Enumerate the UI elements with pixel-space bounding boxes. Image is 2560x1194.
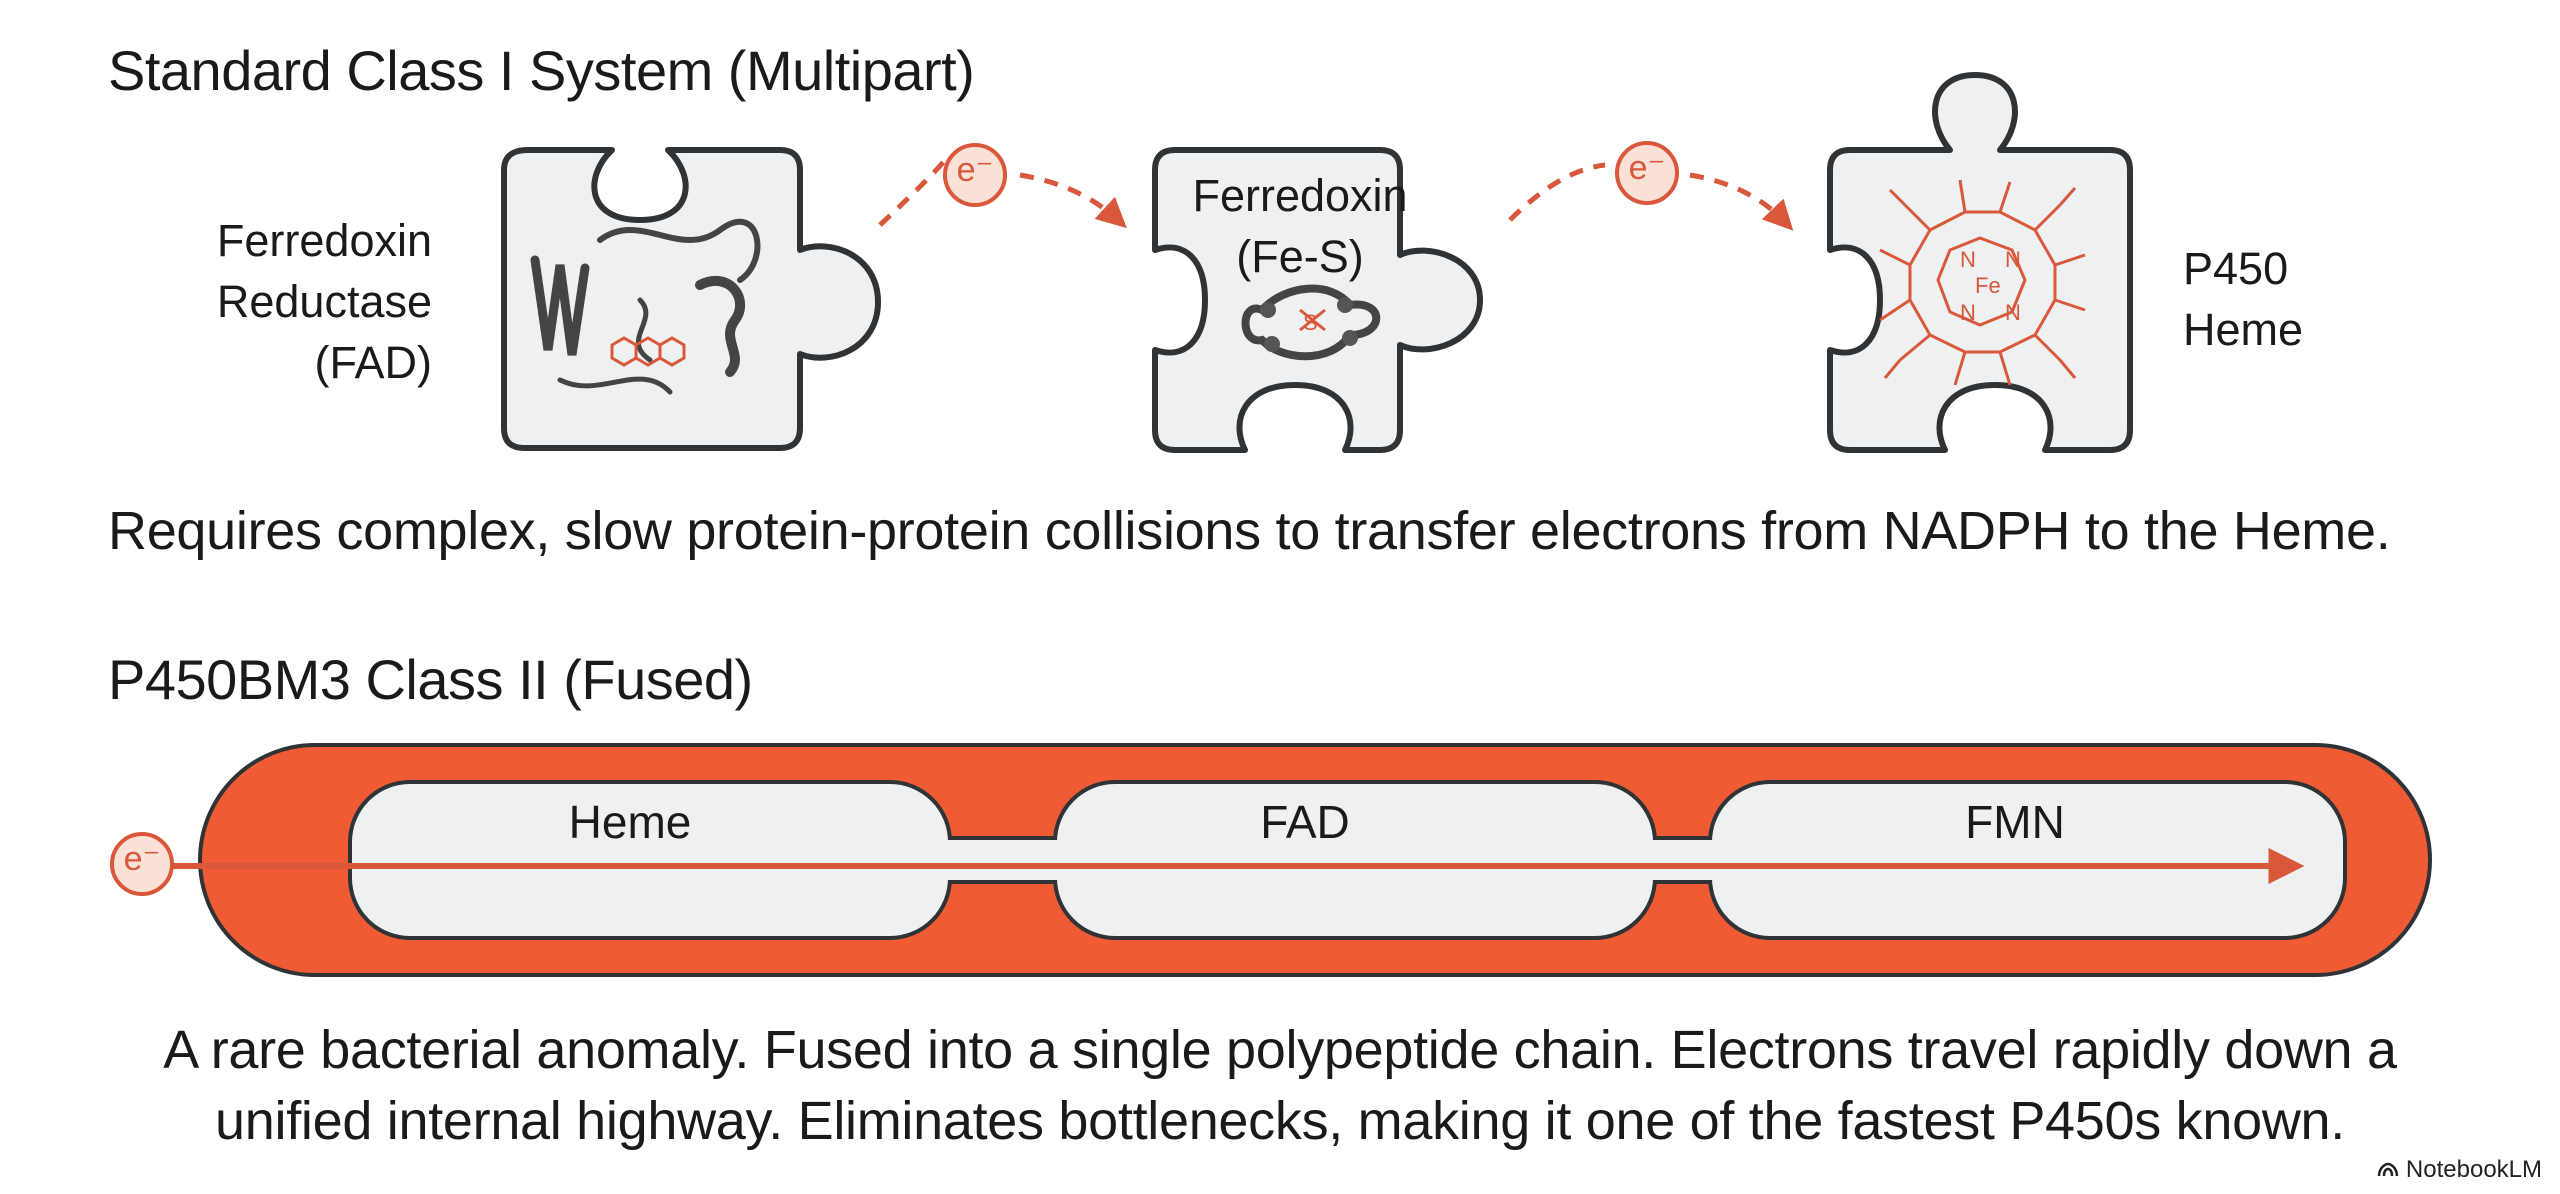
section2-description-line2: unified internal highway. Eliminates bot… xyxy=(215,1091,2345,1151)
reductase-label: Ferredoxin Reductase (FAD) xyxy=(180,210,432,393)
electron-badge-2 xyxy=(1615,141,1679,205)
electron-arrow-2b xyxy=(1689,172,1794,231)
section2-description-line1: A rare bacterial anomaly. Fused into a s… xyxy=(163,1020,2397,1080)
porphyrin-ring-icon xyxy=(1879,179,2086,386)
reductase-label-line1: Ferredoxin xyxy=(216,215,432,266)
notebooklm-logo-icon xyxy=(2377,1162,2399,1177)
heme-n-label-2: N xyxy=(2005,247,2021,272)
puzzle-piece-reductase xyxy=(501,147,881,451)
heme-n-label-1: N xyxy=(1960,247,1976,272)
section1-description: Requires complex, slow protein-protein c… xyxy=(108,501,2391,561)
electron-arrow-1 xyxy=(878,152,950,227)
section1-title: Standard Class I System (Multipart) xyxy=(108,39,975,102)
ferredoxin-label-line1: Ferredoxin xyxy=(1192,170,1408,221)
heme-label: P450 Heme xyxy=(2183,238,2303,360)
electron-label-2: e⁻ xyxy=(1628,149,1666,187)
electron-label-1: e⁻ xyxy=(956,151,994,189)
fad-cofactor-icon xyxy=(610,336,686,367)
domain-heme-label: Heme xyxy=(568,796,692,848)
heme-fe-label: Fe xyxy=(1975,273,2001,298)
protein-ribbon-icon xyxy=(530,219,761,395)
electron-label-3: e⁻ xyxy=(123,840,161,878)
heme-label-line2: Heme xyxy=(2183,304,2304,355)
heme-label-line1: P450 xyxy=(2183,243,2289,294)
heme-n-label-3: N xyxy=(1960,300,1976,325)
fe-s-cluster-icon xyxy=(1241,284,1381,361)
domain-fad-label: FAD xyxy=(1260,796,1350,848)
ferredoxin-label: Ferredoxin (Fe-S) xyxy=(1165,165,1435,287)
electron-arrow-1b xyxy=(1019,172,1127,229)
fused-capsule xyxy=(198,743,2432,977)
puzzle-piece-ferredoxin xyxy=(1152,147,1483,453)
electron-badge-3 xyxy=(110,832,174,896)
reductase-label-line2: Reductase xyxy=(216,276,432,327)
watermark: NotebookLM xyxy=(2377,1156,2542,1184)
section2-description: A rare bacterial anomaly. Fused into a s… xyxy=(0,1015,2560,1157)
watermark-text: NotebookLM xyxy=(2405,1156,2542,1183)
reductase-label-line3: (FAD) xyxy=(314,337,433,388)
ferredoxin-label-line2: (Fe-S) xyxy=(1236,231,1364,282)
puzzle-piece-heme xyxy=(1827,72,2133,453)
cluster-label: S xyxy=(1303,310,1318,335)
domain-fmn-label: FMN xyxy=(1965,796,2065,848)
electron-arrow-2 xyxy=(1508,162,1606,222)
heme-n-label-4: N xyxy=(2005,300,2021,325)
electron-badge-1 xyxy=(943,143,1007,207)
section2-title: P450BM3 Class II (Fused) xyxy=(108,648,753,711)
